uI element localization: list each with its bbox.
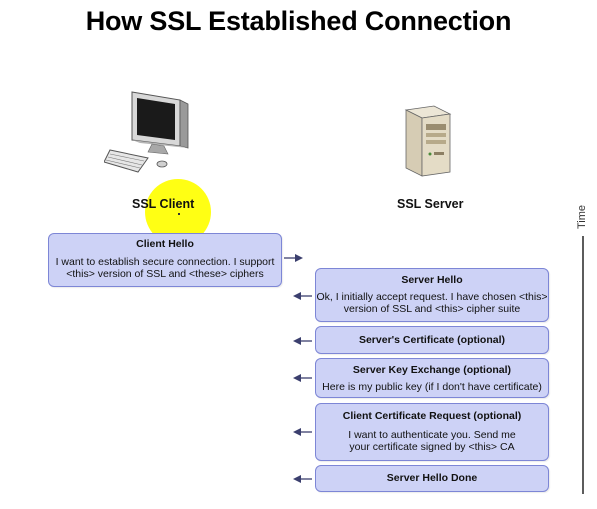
message-title: Server Hello Done <box>386 472 478 484</box>
server-certificate-box: Server's Certificate (optional) <box>315 326 549 354</box>
message-title: Client Certificate Request (optional) <box>342 410 522 422</box>
server-label: SSL Server <box>397 197 464 211</box>
message-body: Here is my public key (if I don't have c… <box>322 380 542 393</box>
message-body: I want to establish secure connection. I… <box>55 255 275 281</box>
time-axis <box>582 236 584 494</box>
arrow-to-client <box>293 292 312 300</box>
arrow-to-client <box>293 475 312 483</box>
diagram-title: How SSL Established Connection <box>85 6 512 36</box>
message-title: Server's Certificate (optional) <box>358 334 506 346</box>
message-body: I want to authenticate you. Send me your… <box>348 428 516 454</box>
arrow-to-client <box>293 428 312 436</box>
message-title: Server Key Exchange (optional) <box>352 364 512 376</box>
client-certificate-request-box: Client Certificate Request (optional) I … <box>315 403 549 461</box>
server-hello-box: Server Hello Ok, I initially accept requ… <box>315 268 549 322</box>
desktop-computer-icon <box>104 91 189 173</box>
arrow-to-client <box>293 374 312 382</box>
arrow-to-client <box>293 337 312 345</box>
client-hello-box: Client Hello I want to establish secure … <box>48 233 282 287</box>
server-key-exchange-box: Server Key Exchange (optional) Here is m… <box>315 358 549 398</box>
message-body: Ok, I initially accept request. I have c… <box>316 290 548 316</box>
arrow-to-server <box>284 254 303 262</box>
server-tower-icon <box>404 105 452 177</box>
cursor-pointer <box>178 213 180 215</box>
message-title: Server Hello <box>401 274 463 286</box>
message-title: Client Hello <box>136 238 194 250</box>
time-label: Time <box>576 204 588 229</box>
server-hello-done-box: Server Hello Done <box>315 465 549 492</box>
client-label: SSL Client <box>132 197 195 211</box>
